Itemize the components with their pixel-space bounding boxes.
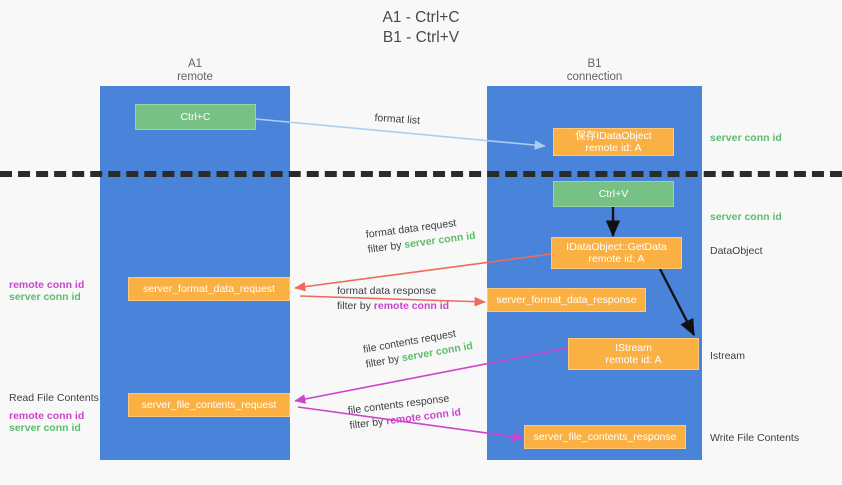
label-dataobject: DataObject — [710, 245, 763, 257]
phase-separator — [0, 171, 842, 177]
box-server-file-contents-response[interactable]: server_file_contents_response — [524, 425, 686, 449]
box-server-file-contents-request[interactable]: server_file_contents_request — [128, 393, 290, 417]
box-server-format-data-request[interactable]: server_format_data_request — [128, 277, 290, 301]
label-remote-conn-id-2: remote conn id — [9, 410, 85, 422]
edge-label-format-data-response: format data response filter by remote co… — [337, 284, 449, 314]
label-server-conn-id-top: server conn id — [710, 132, 782, 144]
edge-label-fdres-term: remote conn id — [373, 300, 450, 312]
edge-label-fdres-line1: format data response — [337, 285, 437, 297]
box-idataobject-getdata[interactable]: IDataObject::GetData remote id: A — [551, 237, 682, 269]
label-istream: Istream — [710, 350, 746, 362]
edge-label-fcreq-prefix: filter by — [364, 352, 404, 371]
edge-label-fdres-line2: filter by remote conn id — [337, 299, 449, 314]
edge-label-file-contents-request: file contents request filter by server c… — [362, 324, 474, 372]
label-remote-conn-id-1: remote conn id — [9, 279, 85, 291]
edge-label-format-list-line1: format list — [374, 111, 421, 127]
edge-label-file-contents-response: file contents response filter by remote … — [347, 390, 462, 433]
column-header-b1: B1 connection — [566, 58, 623, 83]
label-server-conn-id-2: server conn id — [9, 422, 81, 434]
box-ctrl-c[interactable]: Ctrl+C — [135, 104, 256, 130]
label-server-conn-id-mid: server conn id — [710, 211, 782, 223]
edge-label-fcres-prefix: filter by — [348, 415, 387, 432]
box-ctrl-v[interactable]: Ctrl+V — [553, 181, 674, 207]
box-istream[interactable]: IStream remote id: A — [568, 338, 699, 370]
box-save-idataobject[interactable]: 保存IDataObject remote id: A — [553, 128, 674, 156]
label-write-file-contents: Write File Contents — [710, 432, 800, 444]
label-server-conn-id-1: server conn id — [9, 291, 81, 303]
box-server-format-data-response[interactable]: server_format_data_response — [487, 288, 646, 312]
edge-label-fdreq-prefix: filter by — [367, 239, 406, 256]
edge-label-format-data-request: format data request filter by server con… — [365, 214, 477, 258]
label-read-file-contents: Read File Contents — [9, 392, 99, 404]
column-header-a1: A1 remote — [177, 58, 213, 83]
edge-label-fdres-prefix: filter by — [337, 300, 374, 312]
edge-label-format-list: format list — [374, 111, 420, 129]
page-title: A1 - Ctrl+C B1 - Ctrl+V — [382, 9, 460, 46]
